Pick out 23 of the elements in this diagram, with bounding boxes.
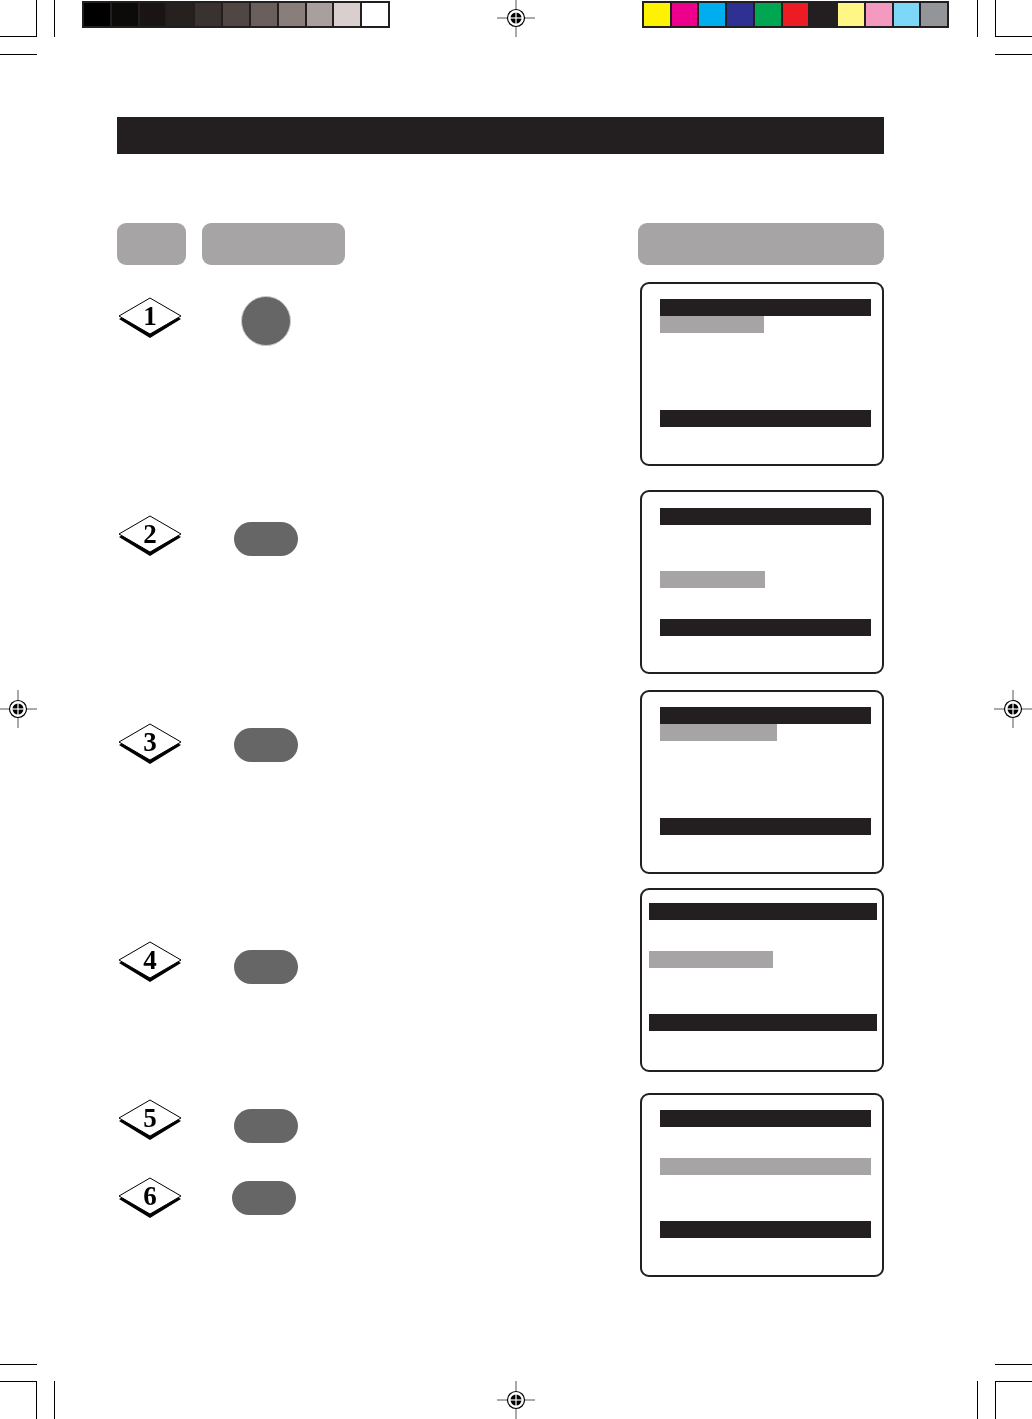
- heading-tab: [202, 223, 345, 265]
- status-bar: [660, 818, 871, 835]
- title-bar: [660, 299, 871, 316]
- status-bar: [660, 410, 871, 427]
- status-bar: [649, 1014, 877, 1031]
- screen-panel: [640, 490, 884, 674]
- title-bar: [660, 1110, 871, 1127]
- selection-bar: [660, 1158, 871, 1175]
- title-bar: [660, 508, 871, 525]
- selection-bar: [660, 316, 764, 333]
- screen-panel: [640, 690, 884, 874]
- status-bar: [660, 1221, 871, 1238]
- screen-panel: [640, 282, 884, 466]
- selection-bar: [660, 724, 777, 741]
- title-bar: [660, 707, 871, 724]
- heading-tab: [117, 223, 186, 265]
- heading-tab: [638, 223, 884, 265]
- selection-bar: [660, 571, 765, 588]
- screen-panel: [640, 888, 884, 1072]
- title-bar: [649, 903, 877, 920]
- screen-panel: [640, 1093, 884, 1277]
- selection-bar: [649, 951, 773, 968]
- status-bar: [660, 619, 871, 636]
